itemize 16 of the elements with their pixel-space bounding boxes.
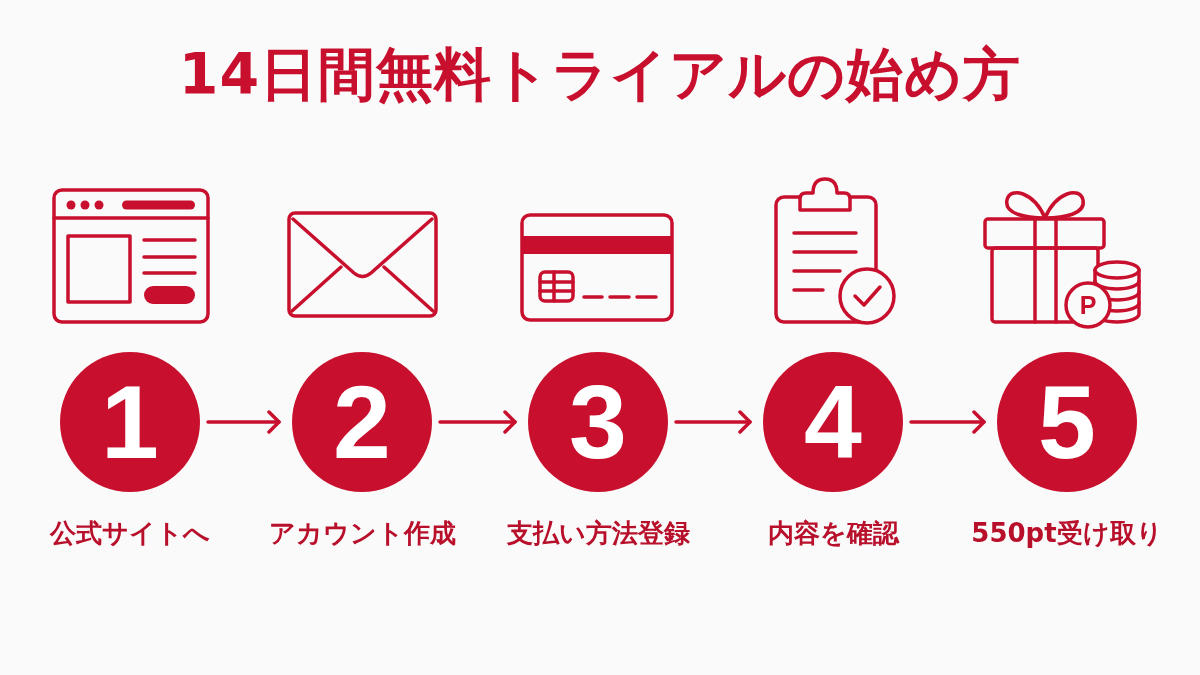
arrow [206,410,281,434]
step-label: 内容を確認 [766,517,901,549]
step-label: 550pt受け取り [970,517,1164,549]
arrow [909,410,986,434]
step-number: 3 [569,370,627,474]
step-label: 支払い方法登録 [505,517,691,549]
step-number: 4 [804,370,862,474]
step-number: 1 [101,370,159,474]
step-number: 2 [333,370,391,474]
arrow [438,410,517,434]
step-number: 5 [1038,370,1096,474]
title: 14日間無料トライアルの始め方 [177,40,1023,109]
coin-letter: P [1078,290,1098,320]
arrow [674,410,752,434]
step-label: 公式サイトへ [48,517,211,549]
step-label: アカウント作成 [267,517,457,549]
